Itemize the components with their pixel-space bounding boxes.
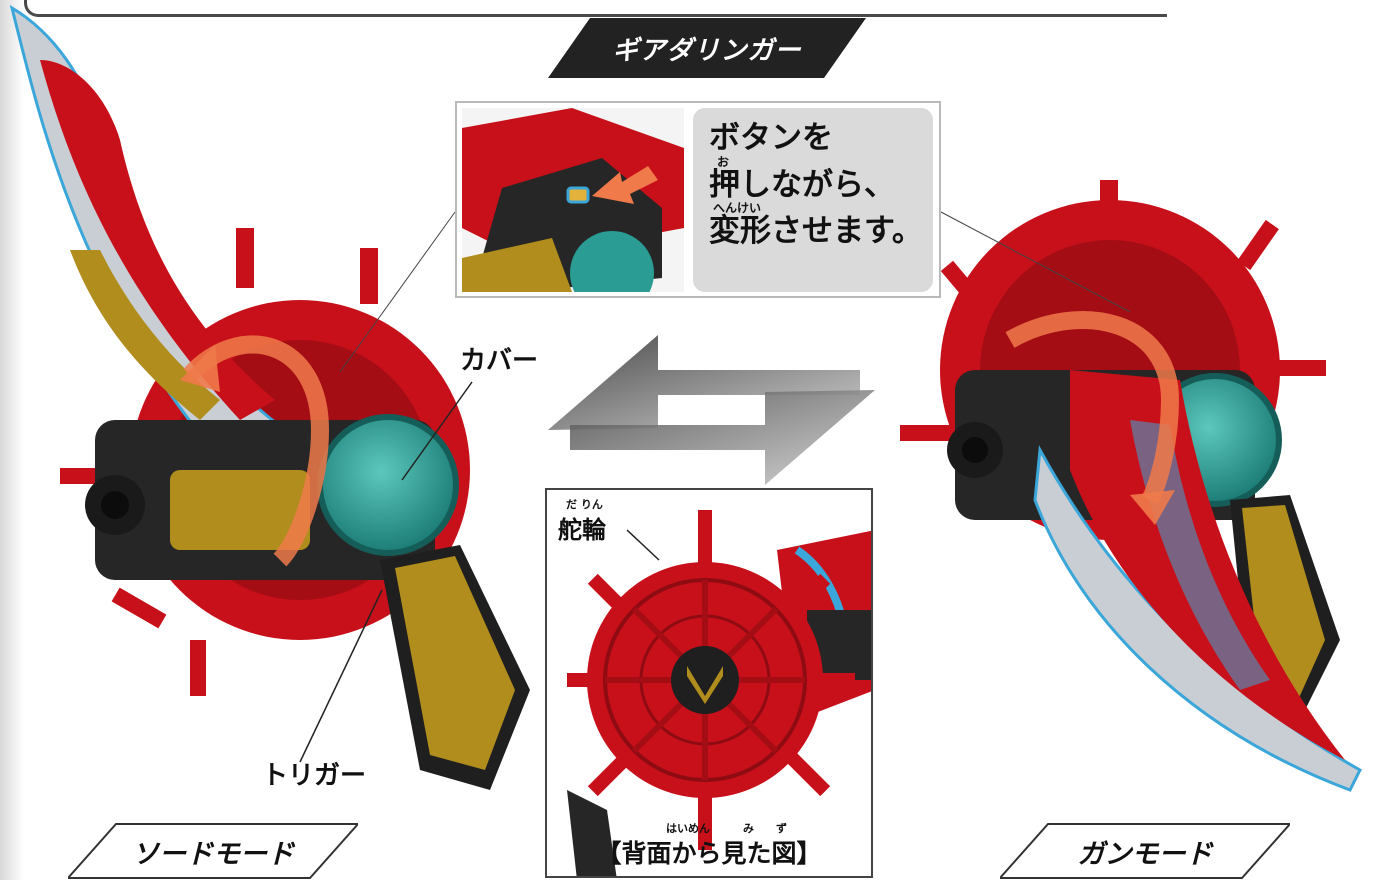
- sword-mode-label: ソードモード: [132, 838, 294, 870]
- instruction-text: ボタンを お 押しながら、 へんけい 変形させます。: [693, 108, 933, 292]
- gun-mode-label: ガンモード: [1077, 838, 1213, 870]
- instruction-line-2: 押しながら、: [709, 166, 895, 203]
- page-title: ギアダリンガー: [612, 35, 802, 66]
- rotate-arrow-icon: [1005, 311, 1180, 505]
- rear-view-panel: [545, 488, 873, 878]
- top-rule: [24, 0, 1167, 17]
- rear-view-illustration: [567, 510, 871, 876]
- sword-mode-banner: [68, 823, 358, 879]
- cover-label: カバー: [460, 346, 539, 376]
- sword-mode-illustration: [9, 4, 530, 790]
- instruction-ruby-3: へんけい: [713, 201, 762, 216]
- pointer-arrow-icon: [592, 166, 658, 204]
- rear-view-caption-ruby: はいめん み ず: [666, 822, 787, 835]
- wheel-label: 舵輪: [558, 516, 606, 544]
- trigger-label: トリガー: [262, 761, 367, 791]
- gun-mode-banner: [1000, 823, 1290, 879]
- rotate-arrow-icon: [183, 335, 330, 567]
- instruction-line-1: ボタンを: [709, 120, 833, 156]
- button-closeup-photo: [462, 108, 684, 292]
- rear-view-caption: 【背面から見た図】: [596, 839, 822, 868]
- title-banner: [548, 18, 866, 78]
- wheel-label-ruby: だ りん: [566, 498, 603, 511]
- instruction-ruby-2: お: [717, 154, 730, 169]
- instruction-line-3: 変形させます。: [709, 213, 923, 250]
- left-edge-shade: [0, 0, 24, 880]
- gun-mode-illustration: [900, 180, 1362, 792]
- transform-arrows-icon: [548, 335, 875, 485]
